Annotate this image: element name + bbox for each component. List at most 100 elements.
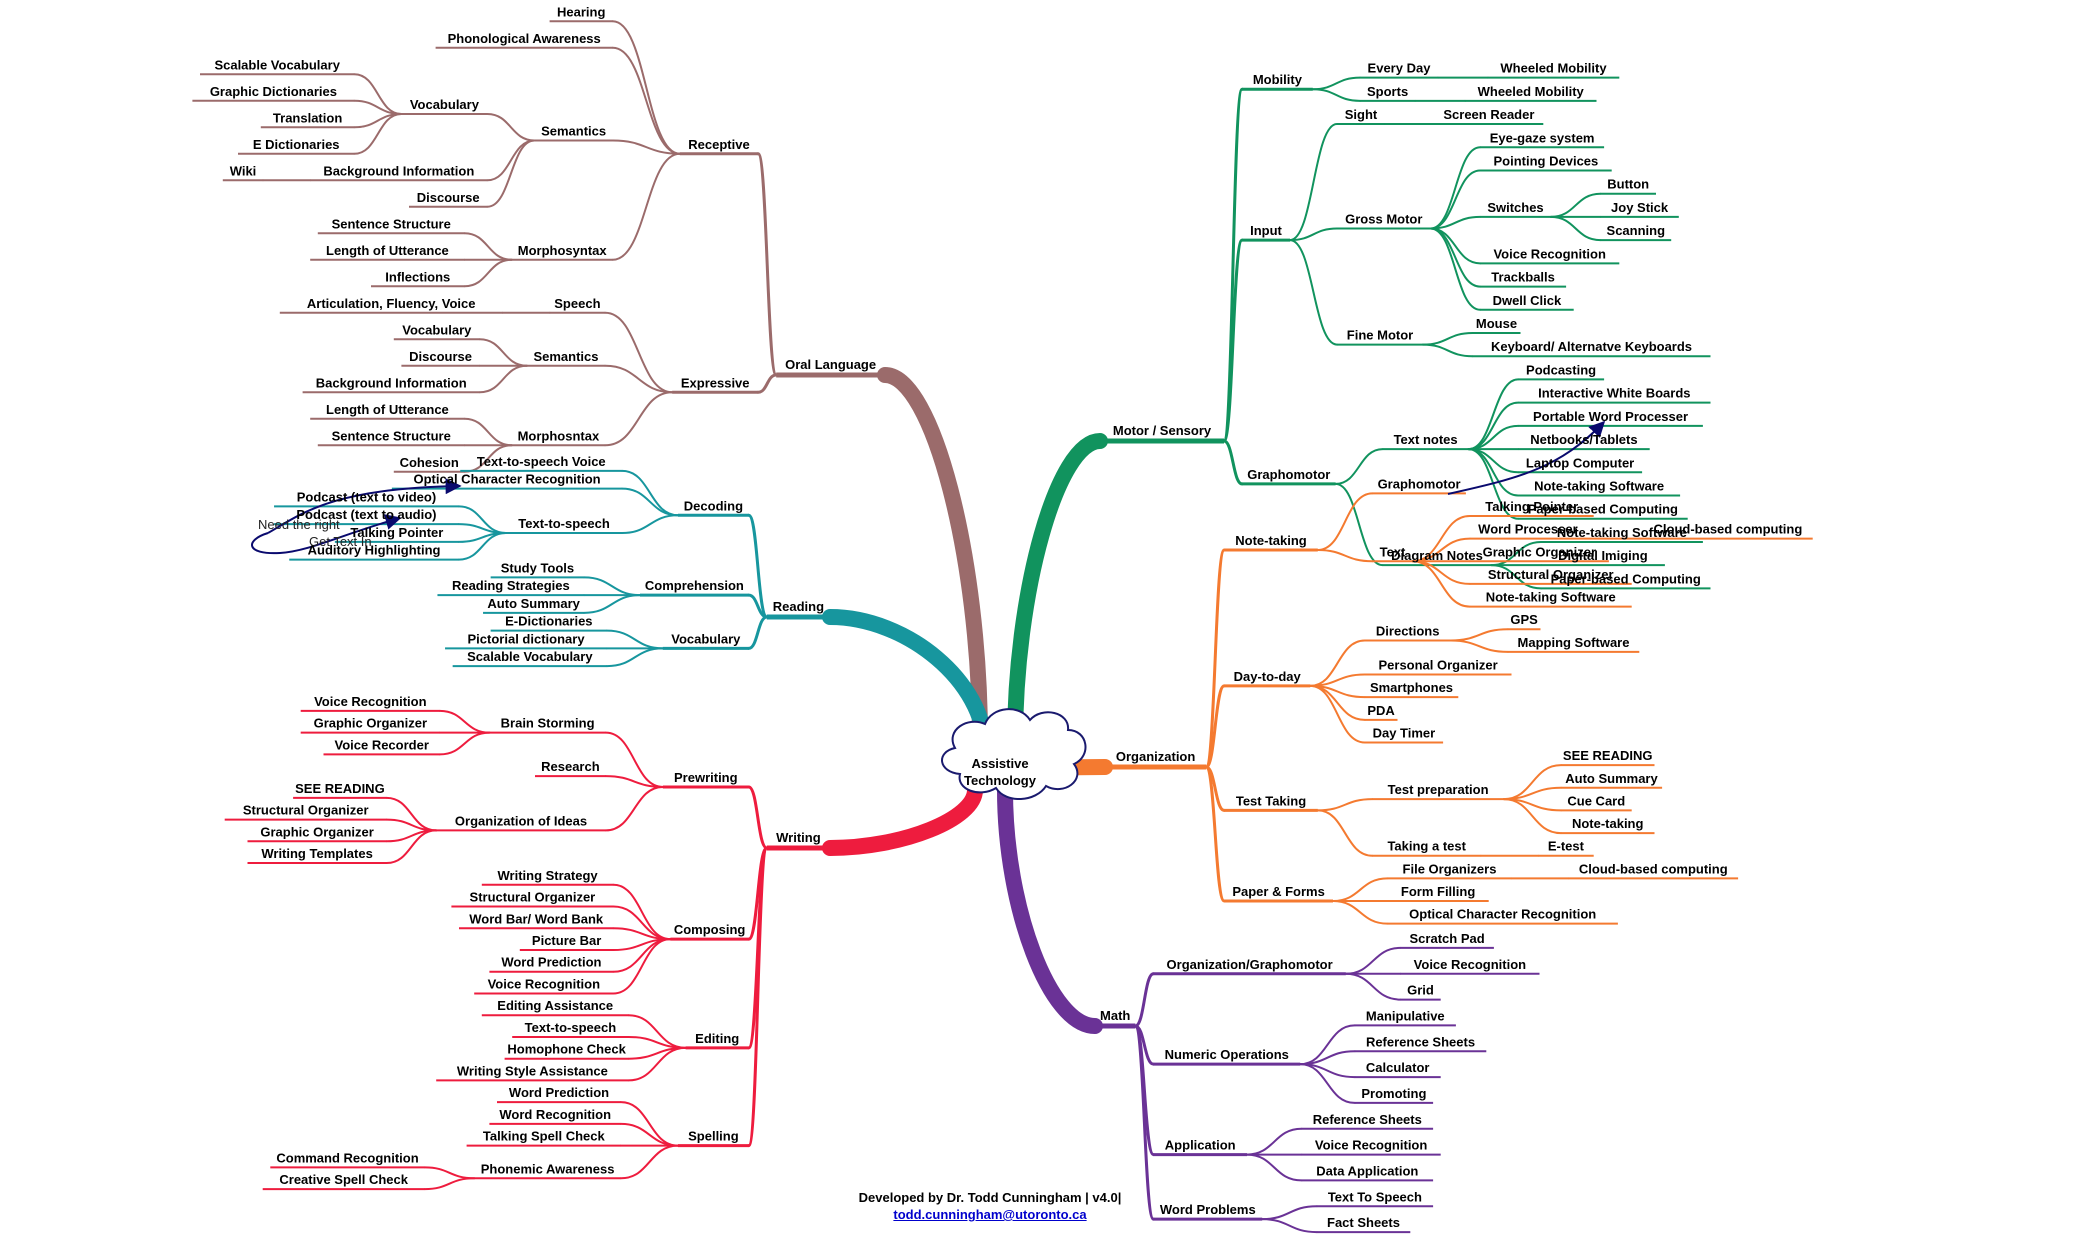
- node-writing-spelling-word-recognition-label[interactable]: Word Recognition: [499, 1107, 611, 1122]
- node-organization-paper-forms-file-organizers-cloud-based-computing-label[interactable]: Cloud-based computing: [1579, 861, 1728, 876]
- node-reading-decoding-text-to-speech-podcast-text-to-video-label[interactable]: Podcast (text to video): [297, 489, 436, 504]
- center-node[interactable]: Assistive Technology: [941, 708, 1087, 801]
- node-organization-note-taking-text-note-taking-software-label[interactable]: Note-taking Software: [1486, 590, 1616, 605]
- node-motor-input-gross-motor-eye-gaze-system-label[interactable]: Eye-gaze system: [1490, 130, 1595, 145]
- node-oral-receptive-morphosyntax-sentence-structure-label[interactable]: Sentence Structure: [332, 216, 451, 231]
- node-writing-editing-text-to-speech-label[interactable]: Text-to-speech: [525, 1020, 617, 1035]
- node-organization-note-taking-text-graphic-organizer-label[interactable]: Graphic Organizer: [1483, 544, 1596, 559]
- node-math-organization-graphomotor-label[interactable]: Organization/Graphomotor: [1167, 957, 1333, 972]
- node-math-application-data-application-label[interactable]: Data Application: [1316, 1163, 1418, 1178]
- node-organization-test-taking-test-preparation-note-taking-label[interactable]: Note-taking: [1572, 816, 1644, 831]
- node-motor-graphomotor-text-notes-interactive-white-boards-label[interactable]: Interactive White Boards: [1538, 386, 1690, 401]
- node-math-organization-graphomotor-grid-label[interactable]: Grid: [1407, 983, 1434, 998]
- node-oral-expressive-morphosntax-label[interactable]: Morphosntax: [518, 428, 600, 443]
- node-reading-decoding-text-to-speech-auditory-highlighting-label[interactable]: Auditory Highlighting: [308, 543, 441, 558]
- node-math-application-voice-recognition-label[interactable]: Voice Recognition: [1315, 1138, 1427, 1153]
- node-writing-editing-editing-assistance-label[interactable]: Editing Assistance: [497, 998, 613, 1013]
- node-writing-prewriting-brain-storming-label[interactable]: Brain Storming: [501, 716, 595, 731]
- node-motor-graphomotor-text-notes-paper-based-computing-label[interactable]: Paper-based Computing: [1528, 502, 1678, 517]
- node-motor-graphomotor-text-notes-portable-word-processer-label[interactable]: Portable Word Processer: [1533, 409, 1688, 424]
- node-math-word-problems-fact-sheets-label[interactable]: Fact Sheets: [1327, 1215, 1400, 1230]
- node-writing-prewriting-label[interactable]: Prewriting: [674, 770, 738, 785]
- node-motor-input-gross-motor-pointing-devices-label[interactable]: Pointing Devices: [1494, 153, 1599, 168]
- node-oral-receptive-semantics-label[interactable]: Semantics: [541, 124, 606, 139]
- node-oral-expressive-semantics-vocabulary-label[interactable]: Vocabulary: [402, 322, 472, 337]
- node-oral-receptive-semantics-vocabulary-translation-label[interactable]: Translation: [273, 110, 342, 125]
- node-math-numeric-operations-reference-sheets-label[interactable]: Reference Sheets: [1366, 1034, 1475, 1049]
- node-motor-input-gross-motor-switches-joy-stick-label[interactable]: Joy Stick: [1611, 200, 1669, 215]
- node-motor-graphomotor-diagram-notes-paper-based-computing-label[interactable]: Paper-based Computing: [1551, 571, 1701, 586]
- node-reading-comprehension-study-tools-label[interactable]: Study Tools: [501, 560, 574, 575]
- node-organization-day-to-day-day-timer-label[interactable]: Day Timer: [1373, 725, 1436, 740]
- node-motor-graphomotor-text-notes-laptop-computer-label[interactable]: Laptop Computer: [1526, 455, 1634, 470]
- node-writing-spelling-label[interactable]: Spelling: [688, 1129, 739, 1144]
- footer-email-link[interactable]: todd.cunningham@utoronto.ca: [893, 1207, 1087, 1222]
- node-writing-prewriting-organization-of-ideas-see-reading-label[interactable]: SEE READING: [295, 781, 385, 796]
- node-motor-input-fine-motor-keyboard-alternatve-keyboards-label[interactable]: Keyboard/ Alternatve Keyboards: [1491, 339, 1692, 354]
- node-math-numeric-operations-label[interactable]: Numeric Operations: [1165, 1047, 1289, 1062]
- node-motor-graphomotor-diagram-notes-label[interactable]: Diagram Notes: [1391, 548, 1483, 563]
- node-organization-day-to-day-label[interactable]: Day-to-day: [1234, 669, 1302, 684]
- node-reading-decoding-text-to-speech-podcast-text-to-audio-label[interactable]: Podcast (text to audio): [296, 507, 436, 522]
- node-oral-receptive-morphosyntax-length-of-utterance-label[interactable]: Length of Utterance: [326, 243, 449, 258]
- node-oral-receptive-semantics-discourse-label[interactable]: Discourse: [417, 190, 480, 205]
- node-reading-vocabulary-e-dictionaries-label[interactable]: E-Dictionaries: [505, 614, 592, 629]
- node-organization-note-taking-label[interactable]: Note-taking: [1235, 533, 1307, 548]
- node-motor-graphomotor-text-notes-label[interactable]: Text notes: [1394, 432, 1458, 447]
- node-motor-input-label[interactable]: Input: [1250, 223, 1282, 238]
- node-writing-prewriting-organization-of-ideas-writing-templates-label[interactable]: Writing Templates: [261, 846, 372, 861]
- node-organization-paper-forms-form-filling-label[interactable]: Form Filling: [1401, 884, 1475, 899]
- node-math-numeric-operations-promoting-label[interactable]: Promoting: [1361, 1086, 1426, 1101]
- node-oral-expressive-speech-label[interactable]: Speech: [554, 296, 600, 311]
- node-oral-receptive-hearing-label[interactable]: Hearing: [557, 4, 605, 19]
- node-math-numeric-operations-calculator-label[interactable]: Calculator: [1366, 1060, 1430, 1075]
- node-writing-composing-voice-recognition-label[interactable]: Voice Recognition: [488, 976, 600, 991]
- node-writing-composing-word-bar-word-bank-label[interactable]: Word Bar/ Word Bank: [469, 911, 604, 926]
- node-motor-input-gross-motor-switches-button-label[interactable]: Button: [1607, 177, 1649, 192]
- node-oral-expressive-semantics-discourse-label[interactable]: Discourse: [409, 349, 472, 364]
- node-reading-vocabulary-label[interactable]: Vocabulary: [671, 631, 741, 646]
- node-writing-spelling-phonemic-awareness-label[interactable]: Phonemic Awareness: [481, 1161, 615, 1176]
- node-motor-mobility-every-day-label[interactable]: Every Day: [1368, 61, 1432, 76]
- node-motor-graphomotor-label[interactable]: Graphomotor: [1247, 467, 1330, 482]
- node-reading-comprehension-auto-summary-label[interactable]: Auto Summary: [487, 596, 580, 611]
- node-organization-test-taking-test-preparation-cue-card-label[interactable]: Cue Card: [1567, 793, 1625, 808]
- node-oral-expressive-morphosntax-sentence-structure-label[interactable]: Sentence Structure: [332, 428, 451, 443]
- node-reading-vocabulary-scalable-vocabulary-label[interactable]: Scalable Vocabulary: [467, 649, 593, 664]
- node-motor-mobility-every-day-wheeled-mobility-label[interactable]: Wheeled Mobility: [1500, 61, 1607, 76]
- node-motor-mobility-sports-label[interactable]: Sports: [1367, 84, 1408, 99]
- node-organization-paper-forms-label[interactable]: Paper & Forms: [1232, 884, 1324, 899]
- branch-organization-label[interactable]: Organization: [1116, 749, 1196, 764]
- branch-motor-label[interactable]: Motor / Sensory: [1113, 423, 1212, 438]
- node-math-word-problems-label[interactable]: Word Problems: [1160, 1202, 1256, 1217]
- node-organization-paper-forms-file-organizers-label[interactable]: File Organizers: [1403, 861, 1497, 876]
- node-organization-test-taking-test-preparation-label[interactable]: Test preparation: [1388, 782, 1489, 797]
- node-writing-prewriting-research-label[interactable]: Research: [541, 759, 600, 774]
- node-oral-receptive-morphosyntax-label[interactable]: Morphosyntax: [518, 243, 608, 258]
- node-oral-expressive-semantics-label[interactable]: Semantics: [533, 349, 598, 364]
- node-math-application-label[interactable]: Application: [1165, 1138, 1236, 1153]
- node-organization-note-taking-text-talking-pointer-label[interactable]: Talking Pointer: [1485, 499, 1578, 514]
- node-motor-input-gross-motor-voice-recognition-label[interactable]: Voice Recognition: [1493, 246, 1605, 261]
- node-motor-graphomotor-text-notes-podcasting-label[interactable]: Podcasting: [1526, 362, 1596, 377]
- node-oral-receptive-semantics-vocabulary-scalable-vocabulary-label[interactable]: Scalable Vocabulary: [214, 57, 340, 72]
- node-motor-graphomotor-text-notes-netbooks-tablets-label[interactable]: Netbooks/Tablets: [1530, 432, 1637, 447]
- node-writing-editing-label[interactable]: Editing: [695, 1031, 739, 1046]
- node-organization-note-taking-text-structural-organizer-label[interactable]: Structural Organizer: [1488, 567, 1614, 582]
- node-reading-decoding-text-to-speech-label[interactable]: Text-to-speech: [518, 516, 610, 531]
- node-motor-input-fine-motor-label[interactable]: Fine Motor: [1347, 328, 1413, 343]
- node-motor-input-gross-motor-switches-scanning-label[interactable]: Scanning: [1607, 223, 1666, 238]
- node-reading-decoding-optical-character-recognition-label[interactable]: Optical Character Recognition: [414, 472, 601, 487]
- node-reading-vocabulary-pictorial-dictionary-label[interactable]: Pictorial dictionary: [468, 631, 586, 646]
- node-oral-expressive-semantics-background-information-label[interactable]: Background Information: [316, 375, 467, 390]
- node-organization-day-to-day-personal-organizer-label[interactable]: Personal Organizer: [1378, 658, 1497, 673]
- branch-writing-label[interactable]: Writing: [776, 830, 821, 845]
- node-oral-receptive-semantics-vocabulary-e-dictionaries-label[interactable]: E Dictionaries: [253, 137, 340, 152]
- node-writing-composing-writing-strategy-label[interactable]: Writing Strategy: [498, 868, 599, 883]
- branch-reading-label[interactable]: Reading: [773, 599, 824, 614]
- node-organization-note-taking-graphomotor-label[interactable]: Graphomotor: [1378, 476, 1461, 491]
- node-organization-test-taking-taking-a-test-label[interactable]: Taking a test: [1387, 839, 1466, 854]
- node-oral-receptive-semantics-vocabulary-label[interactable]: Vocabulary: [410, 97, 480, 112]
- node-reading-decoding-text-to-speech-talking-pointer-label[interactable]: Talking Pointer: [350, 525, 443, 540]
- node-organization-note-taking-text-label[interactable]: Text: [1380, 544, 1406, 559]
